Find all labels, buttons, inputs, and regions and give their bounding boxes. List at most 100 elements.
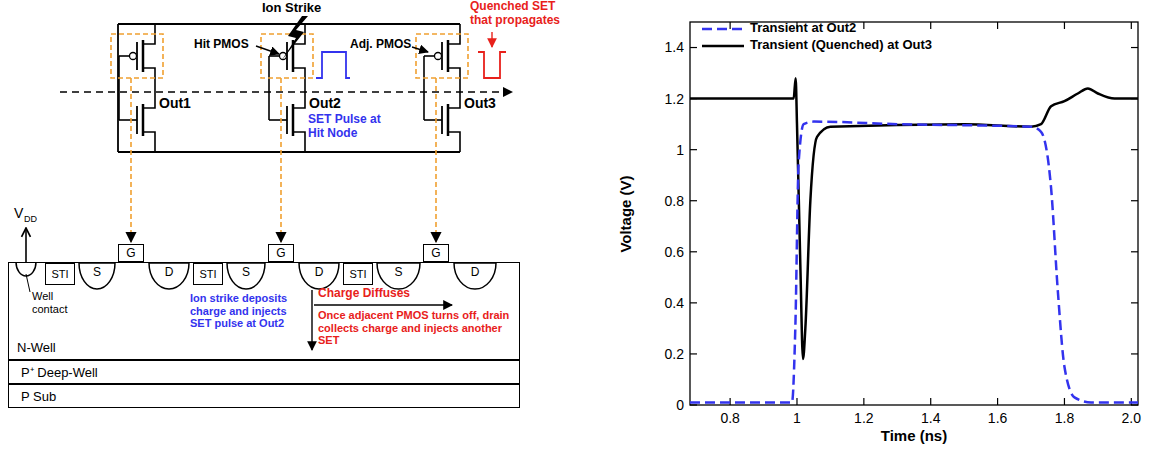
- diffusion-region: S: [227, 263, 265, 289]
- annotation: Well contact: [32, 290, 76, 315]
- y-tick: [690, 149, 697, 150]
- out2-curve: [690, 122, 1138, 403]
- orange-leader: [435, 78, 437, 242]
- signal-name: Out1: [159, 95, 191, 111]
- region-box: STI: [343, 263, 373, 285]
- x-tick: [730, 22, 731, 29]
- region-box: STI: [45, 263, 75, 285]
- legend-entry: Transient (Quenched) at Out3: [750, 38, 932, 53]
- tick-label: 0.4: [665, 295, 684, 311]
- region-label: STI: [349, 268, 366, 280]
- x-tick: [997, 398, 998, 405]
- pointer-arrow: [256, 46, 279, 54]
- tick-label: 1.2: [665, 91, 684, 107]
- diffusion-region: S: [79, 263, 115, 289]
- annotation: Adj. PMOS: [350, 38, 411, 52]
- region-box: G: [268, 244, 294, 262]
- pmos-bubble: [130, 53, 137, 60]
- vdd-rail: [118, 23, 460, 25]
- y-tick: [690, 251, 697, 252]
- x-tick: [997, 22, 998, 29]
- tick-label: 0.8: [720, 410, 739, 426]
- x-tick: [930, 398, 931, 405]
- y-tick: [1131, 353, 1138, 354]
- annotation: Ion strike deposits charge and injects S…: [190, 292, 300, 330]
- y-tick: [1131, 149, 1138, 150]
- region-box: STI: [193, 263, 223, 285]
- tick-label: 2.0: [1122, 410, 1141, 426]
- orange-leader: [130, 78, 132, 242]
- y-tick: [1131, 404, 1138, 405]
- legend-sample: [702, 45, 744, 48]
- region-label: STI: [51, 268, 68, 280]
- x-tick: [1064, 22, 1065, 29]
- region-label: S: [394, 265, 402, 279]
- x-tick: [1064, 398, 1065, 405]
- tick-label: 1: [793, 410, 801, 426]
- legend-entry: Transient at Out2: [750, 21, 856, 36]
- x-tick: [863, 22, 864, 29]
- pmos-highlight-box: [416, 34, 468, 78]
- tick-label: 0.2: [665, 346, 684, 362]
- signal-path: [60, 91, 512, 93]
- legend-sample: [702, 28, 744, 31]
- ion-strike-bolt: [282, 16, 308, 60]
- signal-name: Out3: [464, 95, 496, 111]
- quenched-pulse: [478, 52, 506, 78]
- pointer-arrow: [491, 32, 492, 47]
- x-tick: [930, 22, 931, 29]
- tick-label: 1: [676, 142, 684, 158]
- region-label: STI: [199, 268, 216, 280]
- diffusion-region: D: [149, 263, 189, 289]
- axis-title: Time (ns): [881, 427, 947, 444]
- inverter-symbol: [416, 24, 468, 242]
- pointer-arrow: [412, 47, 428, 52]
- inverter-chain-schematic: [60, 16, 512, 242]
- pmos-highlight-box: [261, 34, 313, 78]
- leader-line: [26, 274, 30, 292]
- region-box: G: [118, 244, 144, 262]
- inverter-symbol: [111, 24, 163, 242]
- region-label: G: [126, 246, 135, 260]
- pmos-highlight-box: [111, 34, 163, 78]
- tick-label: 0: [676, 397, 684, 413]
- signal-name: Out2: [309, 95, 341, 111]
- tick-label: 0.8: [665, 193, 684, 209]
- tick-label: 1.2: [854, 410, 873, 426]
- y-tick: [690, 47, 697, 48]
- annotation: V: [14, 205, 23, 221]
- annotation: SET Pulse at Hit Node: [308, 113, 392, 141]
- y-tick: [1131, 302, 1138, 303]
- axis-title: Voltage (V): [617, 175, 634, 252]
- region-label: N-Well: [17, 340, 56, 355]
- y-tick: [690, 302, 697, 303]
- annotation: Charge Diffuses: [318, 287, 410, 301]
- region-box: P⁺ Deep-Well: [8, 360, 520, 384]
- region-label: P Sub: [21, 389, 56, 404]
- annotation: Once adjacent PMOS turns off, drain coll…: [318, 309, 514, 347]
- well-contact-region: [16, 262, 36, 276]
- annotation: DD: [24, 214, 37, 224]
- region-label: P⁺ Deep-Well: [21, 363, 98, 381]
- plot-frame: [690, 22, 1138, 405]
- region-label: D: [165, 265, 174, 279]
- diffusion-region: S: [377, 263, 420, 289]
- region-label: D: [315, 265, 324, 279]
- region-label: S: [93, 265, 101, 279]
- diffusion-region: D: [454, 263, 496, 289]
- x-tick: [1131, 22, 1132, 29]
- region-box: G: [423, 244, 449, 262]
- tick-label: 1.8: [1055, 410, 1074, 426]
- tick-label: 1.6: [988, 410, 1007, 426]
- rail-wire: [117, 24, 119, 152]
- tick-label: 1.4: [665, 39, 684, 55]
- orange-leader: [280, 78, 282, 242]
- transient-chart: [690, 22, 1138, 405]
- charge-arrow: [311, 290, 312, 350]
- x-tick: [863, 398, 864, 405]
- annotation: Ion Strike: [262, 1, 321, 16]
- y-tick: [1131, 47, 1138, 48]
- gnd-rail: [118, 151, 460, 153]
- tick-label: 0.6: [665, 244, 684, 260]
